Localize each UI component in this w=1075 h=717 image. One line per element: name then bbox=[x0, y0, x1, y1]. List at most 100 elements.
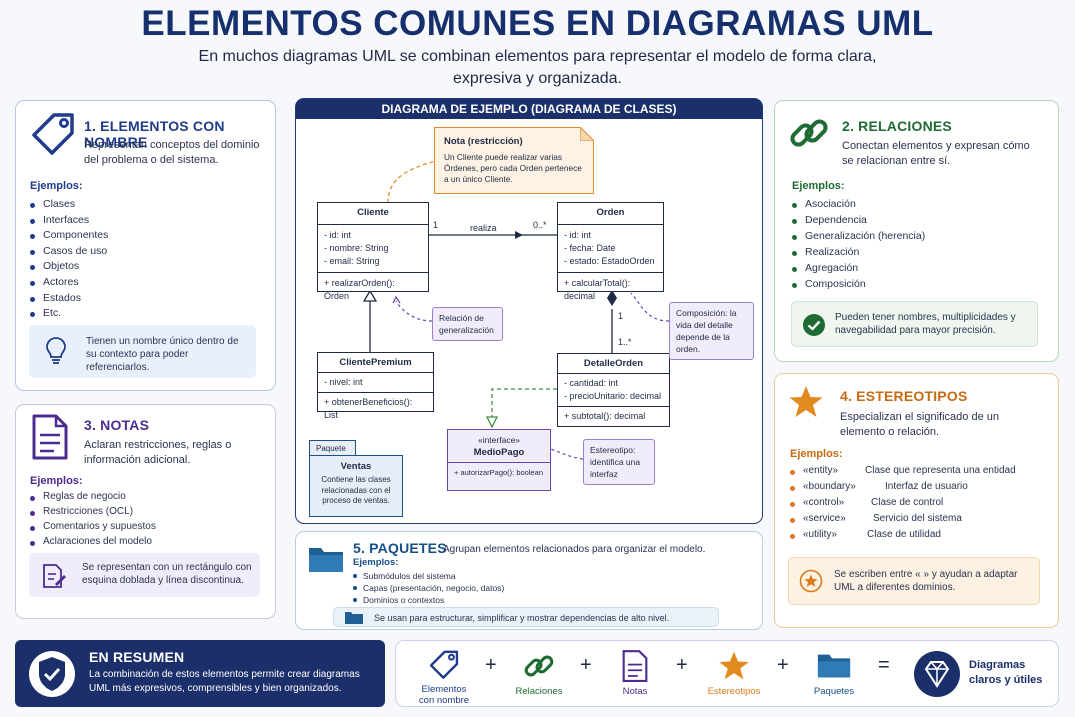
multiplicity-label: 1 bbox=[618, 311, 624, 321]
shield-check-icon bbox=[29, 651, 75, 697]
card-notes: 3. NOTAS Aclaran restricciones, reglas o… bbox=[15, 404, 276, 619]
composition-callout: Composición: la vida del detalle depende… bbox=[669, 302, 754, 360]
tag-icon bbox=[32, 113, 74, 155]
list-item: Capas (presentación, negocio, datos) bbox=[353, 583, 504, 595]
class-cliente[interactable]: Cliente - id: int- nombre: String- email… bbox=[317, 202, 429, 301]
note-text: Pueden tener nombres, multiplicidades y … bbox=[835, 312, 1016, 336]
formula-item: Notas bbox=[605, 649, 665, 697]
constraint-note: Nota (restricción) Un Cliente puede real… bbox=[434, 127, 594, 194]
info-note: Pueden tener nombres, multiplicidades y … bbox=[791, 301, 1038, 347]
class-name: ClientePremium bbox=[318, 353, 433, 373]
package-tab: Paquete bbox=[309, 440, 356, 456]
class-attributes: - nivel: int bbox=[318, 373, 433, 393]
chain-link-icon bbox=[790, 119, 828, 147]
note-text: Un Cliente puede realizar varias Órdenes… bbox=[444, 152, 582, 184]
card-description: Conectan elementos y expresan cómo se re… bbox=[842, 140, 1030, 167]
plus-sign: + bbox=[777, 654, 789, 676]
plus-sign: + bbox=[485, 654, 497, 676]
note-text: Se escriben entre « » y ayudan a adaptar… bbox=[834, 569, 1018, 593]
class-name: Orden bbox=[558, 203, 663, 225]
tag-icon bbox=[429, 650, 459, 679]
summary-banner: EN RESUMEN La combinación de estos eleme… bbox=[15, 640, 385, 707]
package-ventas[interactable]: Ventas Contiene las clases relacionadas … bbox=[309, 455, 403, 517]
interface-medio-pago[interactable]: «interface» MedioPago + autorizarPago():… bbox=[447, 429, 551, 491]
card-stereotypes: 4. ESTEREOTIPOS Especializan el signific… bbox=[774, 373, 1059, 628]
diamond-gem-icon bbox=[914, 651, 960, 697]
association-label: realiza bbox=[470, 223, 497, 233]
list-item: Submódulos del sistema bbox=[353, 571, 504, 583]
star-icon bbox=[719, 651, 749, 680]
info-note: Se usan para estructurar, simplificar y … bbox=[333, 607, 719, 627]
summary-text: La combinación de estos elementos permit… bbox=[89, 669, 360, 694]
document-icon bbox=[32, 414, 68, 460]
list-item: Dominios o contextos bbox=[353, 595, 504, 607]
card-title: 2. RELACIONES bbox=[842, 118, 952, 134]
list-item: Estados bbox=[30, 292, 108, 308]
star-badge-icon bbox=[799, 569, 823, 593]
examples-list: Asociación Dependencia Generalización (h… bbox=[792, 198, 925, 294]
summary-formula: Elementos con nombre + Relaciones + Nota… bbox=[395, 640, 1059, 707]
generalization-callout: Relación de generalización bbox=[432, 307, 503, 341]
info-note: Se escriben entre « » y ayudan a adaptar… bbox=[788, 557, 1040, 605]
examples-list: Reglas de negocio Restricciones (OCL) Co… bbox=[30, 491, 156, 551]
page-subtitle: En muchos diagramas UML se combinan elem… bbox=[198, 48, 877, 87]
note-text: Se usan para estructurar, simplificar y … bbox=[374, 613, 670, 623]
class-orden[interactable]: Orden - id: int- fecha: Date- estado: Es… bbox=[557, 202, 664, 301]
list-item: Agregación bbox=[792, 262, 925, 278]
stereotype-label: «interface» bbox=[477, 435, 521, 445]
card-title: 3. NOTAS bbox=[84, 417, 150, 433]
interface-name: MedioPago bbox=[448, 445, 550, 463]
list-item: Casos de uso bbox=[30, 245, 108, 261]
list-item: Componentes bbox=[30, 229, 108, 245]
diagram-connectors bbox=[362, 160, 670, 460]
folded-corner-icon bbox=[580, 127, 594, 141]
list-item: Objetos bbox=[30, 260, 108, 276]
class-cliente-premium[interactable]: ClientePremium - nivel: int + obtenerBen… bbox=[317, 352, 434, 420]
list-item: Dependencia bbox=[792, 214, 925, 230]
list-item: Aclaraciones del modelo bbox=[30, 536, 156, 551]
formula-result: Diagramas claros y útiles bbox=[969, 659, 1043, 686]
stereotype-callout: Estereotipo: identifica una interfaz bbox=[583, 439, 655, 485]
list-item: Realización bbox=[792, 246, 925, 262]
class-detalle-orden[interactable]: DetalleOrden - cantidad: int- precioUnit… bbox=[557, 353, 670, 427]
diagram-header: DIAGRAMA DE EJEMPLO (DIAGRAMA DE CLASES) bbox=[296, 99, 762, 119]
star-icon bbox=[789, 386, 823, 417]
card-named-elements: 1. ELEMENTOS CON NOMBRE Representan conc… bbox=[15, 100, 276, 391]
card-packages: 5. PAQUETES Agrupan elementos relacionad… bbox=[295, 531, 763, 630]
list-item: Comentarios y supuestos bbox=[30, 521, 156, 536]
folder-small-icon bbox=[345, 612, 363, 624]
note-title: Nota (restricción) bbox=[444, 136, 523, 147]
note-text: Se representan con un rectángulo con esq… bbox=[82, 562, 252, 586]
formula-item: Estereotipos bbox=[699, 649, 769, 697]
list-item: Interfaces bbox=[30, 214, 108, 230]
class-attributes: - cantidad: int- precioUnitario: decimal bbox=[558, 374, 669, 407]
class-operations: + subtotal(): decimal bbox=[564, 411, 646, 421]
card-description: Aclaran restricciones, reglas o informac… bbox=[84, 439, 232, 466]
multiplicity-label: 0..* bbox=[533, 220, 547, 230]
folder-icon bbox=[309, 548, 343, 572]
examples-title: Ejemplos: bbox=[30, 180, 83, 192]
card-description: Representan conceptos del dominio del pr… bbox=[84, 139, 260, 166]
plus-sign: + bbox=[676, 654, 688, 676]
list-item: Etc. bbox=[30, 307, 108, 323]
package-name: Ventas bbox=[340, 461, 372, 472]
note-pen-icon bbox=[43, 564, 66, 588]
examples-list: Clases Interfaces Componentes Casos de u… bbox=[30, 198, 108, 323]
class-operations: + realizarOrden(): Orden bbox=[324, 278, 395, 301]
document-icon bbox=[622, 650, 648, 682]
list-item: Restricciones (OCL) bbox=[30, 506, 156, 521]
formula-item: Paquetes bbox=[804, 649, 864, 697]
card-description: Agrupan elementos relacionados para orga… bbox=[443, 544, 706, 555]
card-title: 4. ESTEREOTIPOS bbox=[840, 388, 968, 404]
info-note: Se representan con un rectángulo con esq… bbox=[29, 553, 260, 597]
examples-title: Ejemplos: bbox=[30, 475, 83, 487]
info-note: Tienen un nombre único dentro de su cont… bbox=[29, 325, 256, 378]
lightbulb-icon bbox=[46, 337, 66, 364]
page-title: ELEMENTOS COMUNES EN DIAGRAMAS UML bbox=[141, 4, 934, 43]
list-item: Generalización (herencia) bbox=[792, 230, 925, 246]
card-title: 5. PAQUETES bbox=[353, 540, 447, 556]
folder-icon bbox=[817, 654, 851, 678]
equals-sign: = bbox=[878, 654, 890, 676]
examples-title: Ejemplos: bbox=[790, 448, 843, 460]
examples-title: Ejemplos: bbox=[353, 557, 399, 568]
